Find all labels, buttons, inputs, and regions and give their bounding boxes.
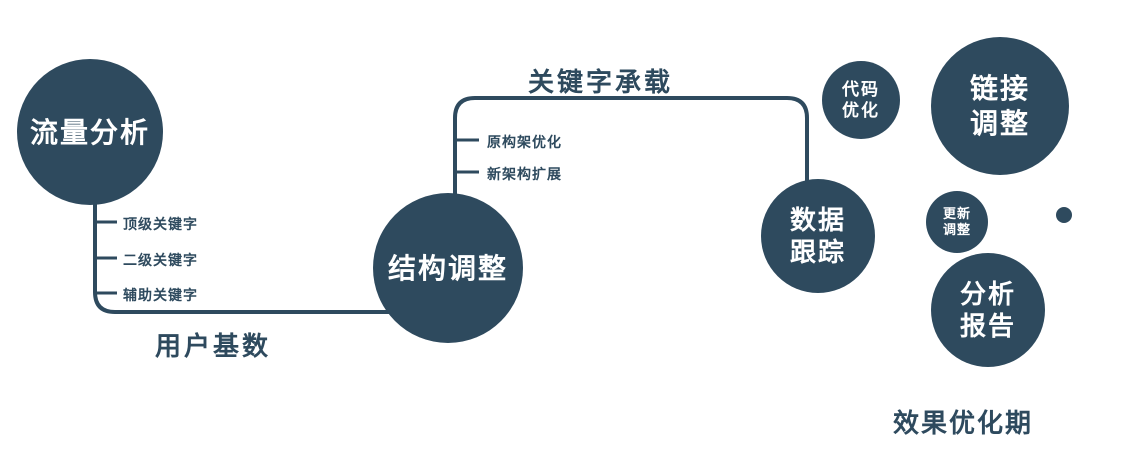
node-link-adjustment: 链接 调整 [931, 37, 1069, 175]
node-structure-adjustment: 结构调整 [373, 193, 523, 343]
branch-label-top-keyword: 顶级关键字 [123, 216, 198, 232]
node-analysis-report: 分析 报告 [931, 253, 1045, 367]
edge-label-user-base: 用户基数 [155, 331, 272, 361]
node-data-tracking: 数据 跟踪 [761, 179, 875, 293]
bullet-dot [1056, 207, 1072, 223]
connector-structure-to-tracking [453, 96, 809, 200]
caption-effect-optimization-period: 效果优化期 [893, 408, 1034, 438]
node-code-optimization: 代码 优化 [822, 61, 900, 139]
edge-label-keyword-carry: 关键字承载 [528, 67, 674, 97]
branch-label-secondary-keyword: 二级关键字 [123, 252, 198, 268]
node-traffic-analysis: 流量分析 [17, 59, 163, 205]
node-update-adjustment: 更新 调整 [926, 191, 988, 253]
branch-label-auxiliary-keyword: 辅助关键字 [123, 287, 198, 303]
branch-label-new-architecture: 新架构扩展 [487, 166, 562, 182]
branch-label-original-architecture: 原构架优化 [487, 134, 562, 150]
